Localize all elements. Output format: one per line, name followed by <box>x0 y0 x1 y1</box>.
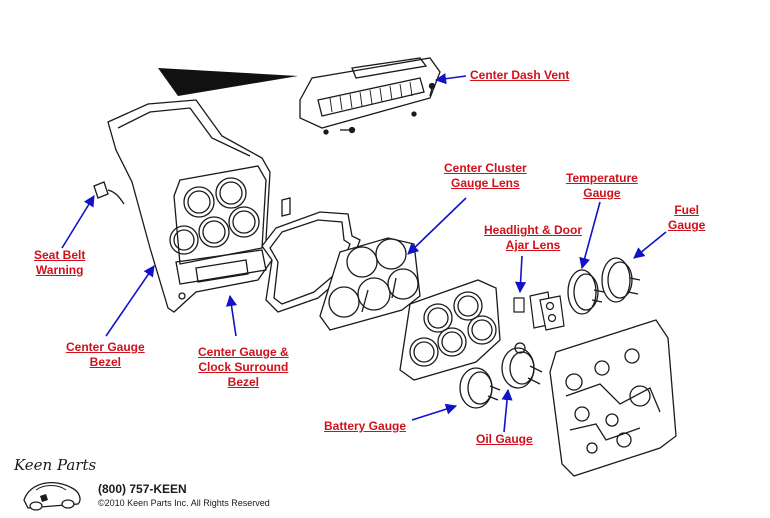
arrow-fuel <box>633 231 667 259</box>
label-clock-surround-bezel[interactable]: Center Gauge & Clock Surround Bezel <box>198 345 289 390</box>
label-line: Warning <box>35 263 84 277</box>
printed-circuit-part <box>549 319 677 477</box>
label-line: Temperature <box>566 171 638 185</box>
label-line: Fuel <box>674 203 699 217</box>
label-line: Gauge <box>668 218 706 232</box>
arrow-battery <box>411 403 458 421</box>
label-line: Seat Belt <box>34 248 86 262</box>
label-line: Center Cluster <box>444 161 527 175</box>
label-line: Center Gauge & <box>198 345 289 359</box>
label-battery-gauge[interactable]: Battery Gauge <box>324 419 406 434</box>
label-line: Gauge Lens <box>451 176 520 190</box>
arrow-clock-surround <box>225 294 238 337</box>
arrow-headlight <box>514 255 527 294</box>
fuel-gauge-part <box>601 257 641 303</box>
oil-gauge-part <box>501 342 543 389</box>
label-center-cluster-gauge-lens[interactable]: Center Cluster Gauge Lens <box>444 161 527 191</box>
arrow-oil <box>501 388 513 433</box>
arrow-cluster-lens <box>407 197 467 255</box>
label-headlight-door-ajar-lens[interactable]: Headlight & Door Ajar Lens <box>484 223 582 253</box>
label-line: Bezel <box>227 375 260 389</box>
arrow-temperature <box>579 201 601 270</box>
footer-phone: (800) 757-KEEN <box>98 482 187 496</box>
footer-copyright: ©2010 Keen Parts Inc. All Rights Reserve… <box>98 498 270 508</box>
label-oil-gauge[interactable]: Oil Gauge <box>476 432 533 447</box>
leader-arrows <box>61 73 667 433</box>
front-gauge-bezel-part <box>399 279 501 381</box>
arrow-center-dash-vent <box>434 73 467 85</box>
cluster-lens-part <box>319 237 421 331</box>
headlight-ajar-lens-part <box>513 291 565 331</box>
logo-script: Keen Parts <box>13 456 97 474</box>
battery-gauge-part <box>459 367 501 409</box>
label-line: Bezel <box>89 355 122 369</box>
arrow-center-bezel <box>105 265 155 337</box>
label-line: Battery Gauge <box>324 419 407 433</box>
label-line: Oil Gauge <box>476 432 533 446</box>
temperature-gauge-part <box>567 269 605 315</box>
label-line: Headlight & Door <box>484 223 582 237</box>
label-fuel-gauge[interactable]: Fuel Gauge <box>668 203 705 233</box>
label-line: Clock Surround <box>198 360 289 374</box>
label-center-gauge-bezel[interactable]: Center Gauge Bezel <box>66 340 145 370</box>
label-line: Center Gauge <box>66 340 145 354</box>
label-line: Ajar Lens <box>505 238 561 252</box>
label-center-dash-vent[interactable]: Center Dash Vent <box>470 68 569 83</box>
center-gauge-bezel-part <box>93 99 291 313</box>
keen-parts-logo: Keen Parts <box>13 456 97 511</box>
center-dash-vent-part <box>299 57 441 135</box>
label-line: Center Dash Vent <box>470 68 570 82</box>
label-line: Gauge <box>583 186 621 200</box>
arrow-seat-belt <box>61 195 95 249</box>
label-temperature-gauge[interactable]: Temperature Gauge <box>566 171 638 201</box>
dash-top-wedge <box>158 68 298 96</box>
label-seat-belt-warning[interactable]: Seat Belt Warning <box>34 248 85 278</box>
